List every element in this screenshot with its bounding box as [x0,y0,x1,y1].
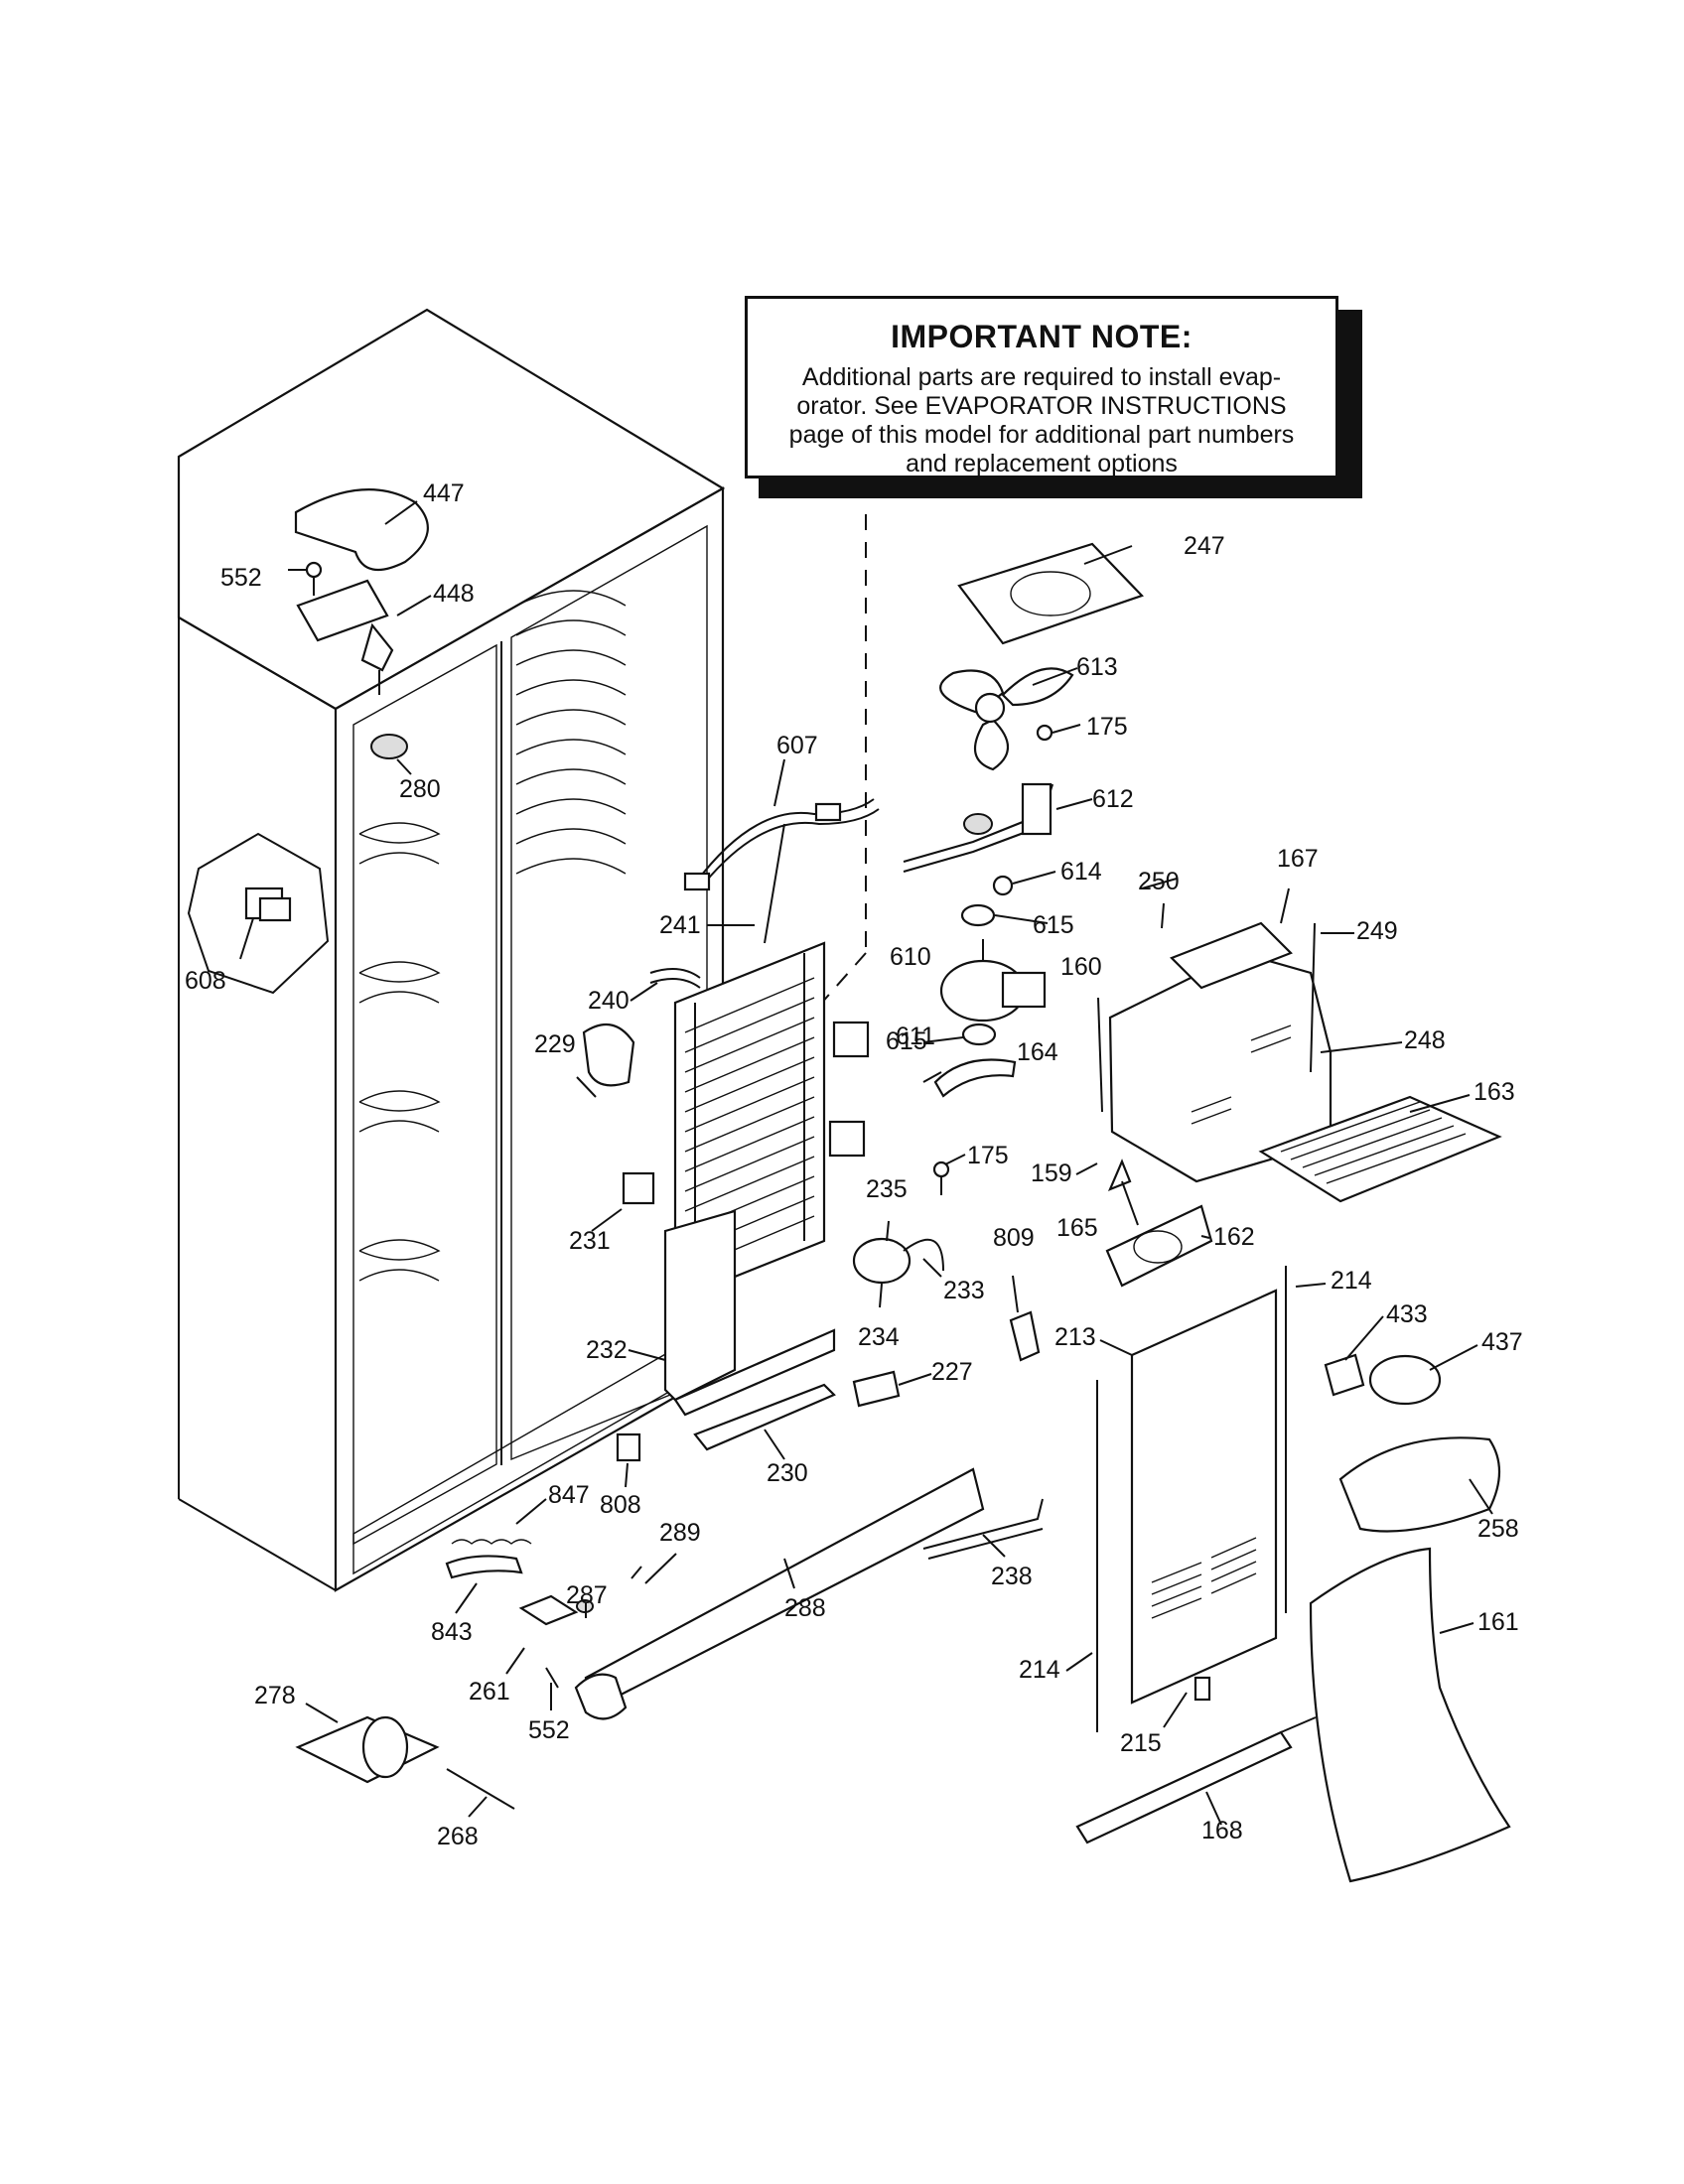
air-duct-housing-248 [1108,921,1333,1183]
grille-163 [1258,1095,1502,1203]
callout-258: 258 [1477,1515,1519,1543]
callout-229: 229 [534,1030,576,1058]
callout-230: 230 [767,1459,808,1487]
fan-motor-610 [939,939,1047,1023]
note-line-4: and replacement options [906,450,1178,478]
callout-613: 613 [1076,653,1118,681]
part-280 [370,734,408,759]
callout-447: 447 [423,479,465,507]
callout-240: 240 [588,987,630,1015]
fan-cover-247 [957,542,1144,645]
callout-labels: 447 552 448 280 608 607 241 240 229 231 … [185,479,1523,1850]
callout-234: 234 [858,1323,900,1351]
callout-268: 268 [437,1823,479,1850]
block-231 [622,1171,655,1205]
callout-161: 161 [1477,1608,1519,1636]
callout-433: 433 [1386,1300,1428,1328]
callout-615: 615 [1033,911,1074,939]
callout-288: 288 [784,1594,826,1622]
callout-233: 233 [943,1277,985,1304]
callout-809: 809 [993,1224,1035,1252]
callout-162: 162 [1213,1223,1255,1251]
callout-608: 608 [185,967,226,995]
harness-607 [683,798,880,944]
note-title: IMPORTANT NOTE: [891,319,1193,354]
duct-288 [574,1467,985,1720]
callout-607: 607 [776,732,818,759]
note-line-2: orator. See EVAPORATOR INSTRUCTIONS [796,392,1287,420]
note-body: Additional parts are required to install… [748,363,1335,478]
callout-612: 612 [1092,785,1134,813]
callout-175: 175 [1086,713,1128,741]
callout-615b: 615 [886,1027,927,1055]
callout-448: 448 [433,580,475,608]
leader-lines [239,500,1493,1826]
callout-552: 552 [220,564,262,592]
screw-552-top [305,561,323,596]
top-hinge-448 [296,579,394,695]
callout-280: 280 [399,775,441,803]
important-note-box: IMPORTANT NOTE: Additional parts are req… [745,296,1338,478]
callout-227: 227 [931,1358,973,1386]
panel-213 [1130,1289,1278,1705]
callout-167: 167 [1277,845,1319,873]
callout-214: 214 [1331,1267,1372,1295]
callout-241: 241 [659,911,701,939]
heater-230 [693,1383,836,1451]
callout-238: 238 [991,1563,1033,1590]
callout-249: 249 [1356,917,1398,945]
clip-229 [582,1023,635,1087]
callout-215: 215 [1120,1729,1162,1757]
drain-pan-232 [663,1209,836,1417]
callout-232: 232 [586,1336,628,1364]
callout-168: 168 [1201,1817,1243,1844]
callout-847: 847 [548,1481,590,1509]
callout-247: 247 [1184,532,1225,560]
callout-163: 163 [1474,1078,1515,1106]
callout-614: 614 [1060,858,1102,886]
callout-261: 261 [469,1678,510,1706]
callout-160: 160 [1060,953,1102,981]
callout-611: 611 [896,1023,935,1050]
bracket-612 [903,782,1054,874]
callout-278: 278 [254,1682,296,1709]
callout-248: 248 [1404,1026,1446,1054]
callout-214b: 214 [1019,1656,1060,1684]
top-hinge-cover-447 [294,488,429,572]
callout-235: 235 [866,1175,908,1203]
note-line-1: Additional parts are required to install… [801,363,1282,391]
callout-289: 289 [659,1519,701,1547]
fan-blade-613 [939,667,1074,771]
callout-552b: 552 [528,1716,570,1744]
callout-808: 808 [600,1491,641,1519]
callout-250: 250 [1138,868,1180,895]
callout-843: 843 [431,1618,473,1646]
callout-175b: 175 [967,1142,1009,1169]
callout-437: 437 [1481,1328,1523,1356]
note-line-3: page of this model for additional part n… [788,421,1295,449]
callout-159: 159 [1031,1160,1072,1187]
callout-610: 610 [890,943,931,971]
hinge-278 [295,1715,440,1784]
callout-231: 231 [569,1227,611,1255]
callout-287: 287 [566,1581,608,1609]
callout-164: 164 [1017,1038,1058,1066]
callout-165: 165 [1056,1214,1098,1242]
switch-608 [187,832,330,995]
callout-213: 213 [1054,1323,1096,1351]
